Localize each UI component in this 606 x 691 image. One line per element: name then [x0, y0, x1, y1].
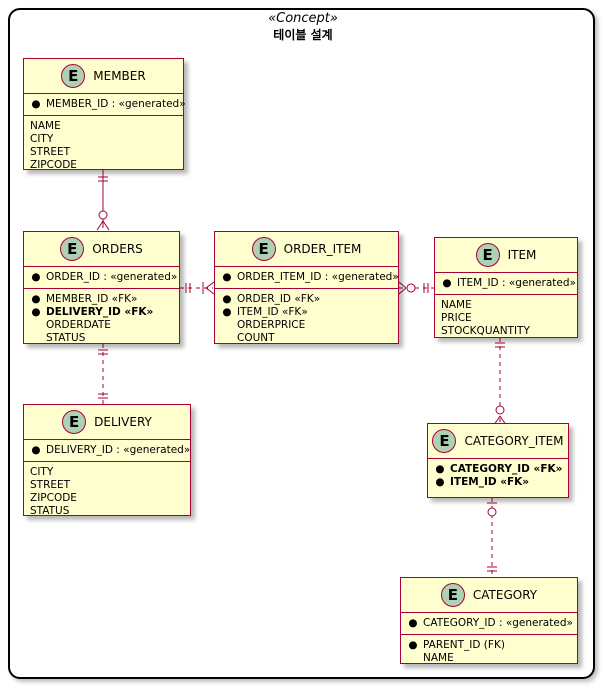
key-field: ●DELIVERY_ID : «generated» — [31, 444, 191, 456]
entity-name: DELIVERY — [94, 414, 152, 429]
field: ORDERPRICE — [237, 319, 306, 331]
field: COUNT — [237, 332, 275, 344]
entity-name: ORDER_ITEM — [283, 241, 362, 256]
entity-icon: E — [61, 64, 86, 88]
entity-member[interactable]: E MEMBER ●MEMBER_ID : «generated» NAME CI… — [23, 58, 186, 171]
key-field: ●ITEM_ID : «generated» — [442, 277, 576, 289]
rel-item-category-item — [493, 338, 507, 426]
entity-icon: E — [432, 429, 457, 453]
key-field: ●ITEM_ID «FK» — [435, 476, 530, 488]
rel-category-item-category — [487, 498, 497, 577]
rel-member-orders — [96, 170, 110, 231]
entity-category-item[interactable]: E CATEGORY_ITEM ●CATEGORY_ID «FK» ●ITEM_I… — [427, 423, 569, 498]
entity-name: ORDERS — [92, 241, 143, 256]
field: STREET — [30, 479, 71, 491]
field: ●MEMBER_ID «FK» — [31, 293, 138, 305]
field: ●PARENT_ID (FK) — [408, 639, 505, 651]
rel-orders-delivery — [98, 344, 108, 404]
field: STOCKQUANTITY — [441, 325, 530, 337]
field: PRICE — [441, 312, 472, 324]
field: ●ORDER_ID «FK» — [222, 293, 321, 305]
key-field: ●ORDER_ID : «generated» — [31, 271, 178, 283]
entity-orders[interactable]: E ORDERS ●ORDER_ID : «generated» ●MEMBER_… — [23, 231, 180, 344]
entity-category[interactable]: E CATEGORY ●CATEGORY_ID : «generated» ●PA… — [400, 577, 578, 664]
rel-orders-order-item — [180, 281, 215, 295]
field: STATUS — [30, 505, 70, 517]
entity-icon: E — [251, 237, 276, 261]
field: STREET — [30, 146, 71, 158]
entity-name: CATEGORY — [472, 587, 538, 602]
key-field: ●CATEGORY_ID : «generated» — [408, 617, 573, 629]
field: NAME — [30, 120, 61, 132]
field: NAME — [441, 299, 472, 311]
field: ●DELIVERY_ID «FK» — [31, 306, 154, 318]
field: ●ITEM_ID «FK» — [222, 306, 308, 318]
entity-order-item[interactable]: E ORDER_ITEM ●ORDER_ITEM_ID : «generated»… — [214, 231, 399, 344]
field: ZIPCODE — [30, 159, 77, 171]
field: STATUS — [46, 332, 86, 344]
entity-name: ITEM — [507, 247, 537, 262]
package-title: 테이블 설계 — [273, 28, 333, 42]
field: CITY — [30, 133, 54, 145]
entity-name: MEMBER — [93, 68, 146, 83]
field: ZIPCODE — [30, 492, 77, 504]
entity-icon: E — [60, 237, 85, 261]
field: NAME — [423, 652, 454, 664]
field: ORDERDATE — [46, 319, 111, 331]
entity-name: CATEGORY_ITEM — [464, 433, 564, 448]
entity-icon: E — [62, 410, 87, 434]
key-field: ●MEMBER_ID : «generated» — [31, 98, 186, 110]
field: CITY — [30, 466, 54, 478]
entity-icon: E — [440, 583, 465, 607]
package-stereotype: «Concept» — [268, 11, 338, 26]
entity-delivery[interactable]: E DELIVERY ●DELIVERY_ID : «generated» CIT… — [23, 404, 191, 517]
entity-icon: E — [475, 243, 500, 267]
key-field: ●CATEGORY_ID «FK» — [435, 463, 563, 475]
rel-order-item-item — [398, 281, 434, 295]
key-field: ●ORDER_ITEM_ID : «generated» — [222, 271, 399, 283]
